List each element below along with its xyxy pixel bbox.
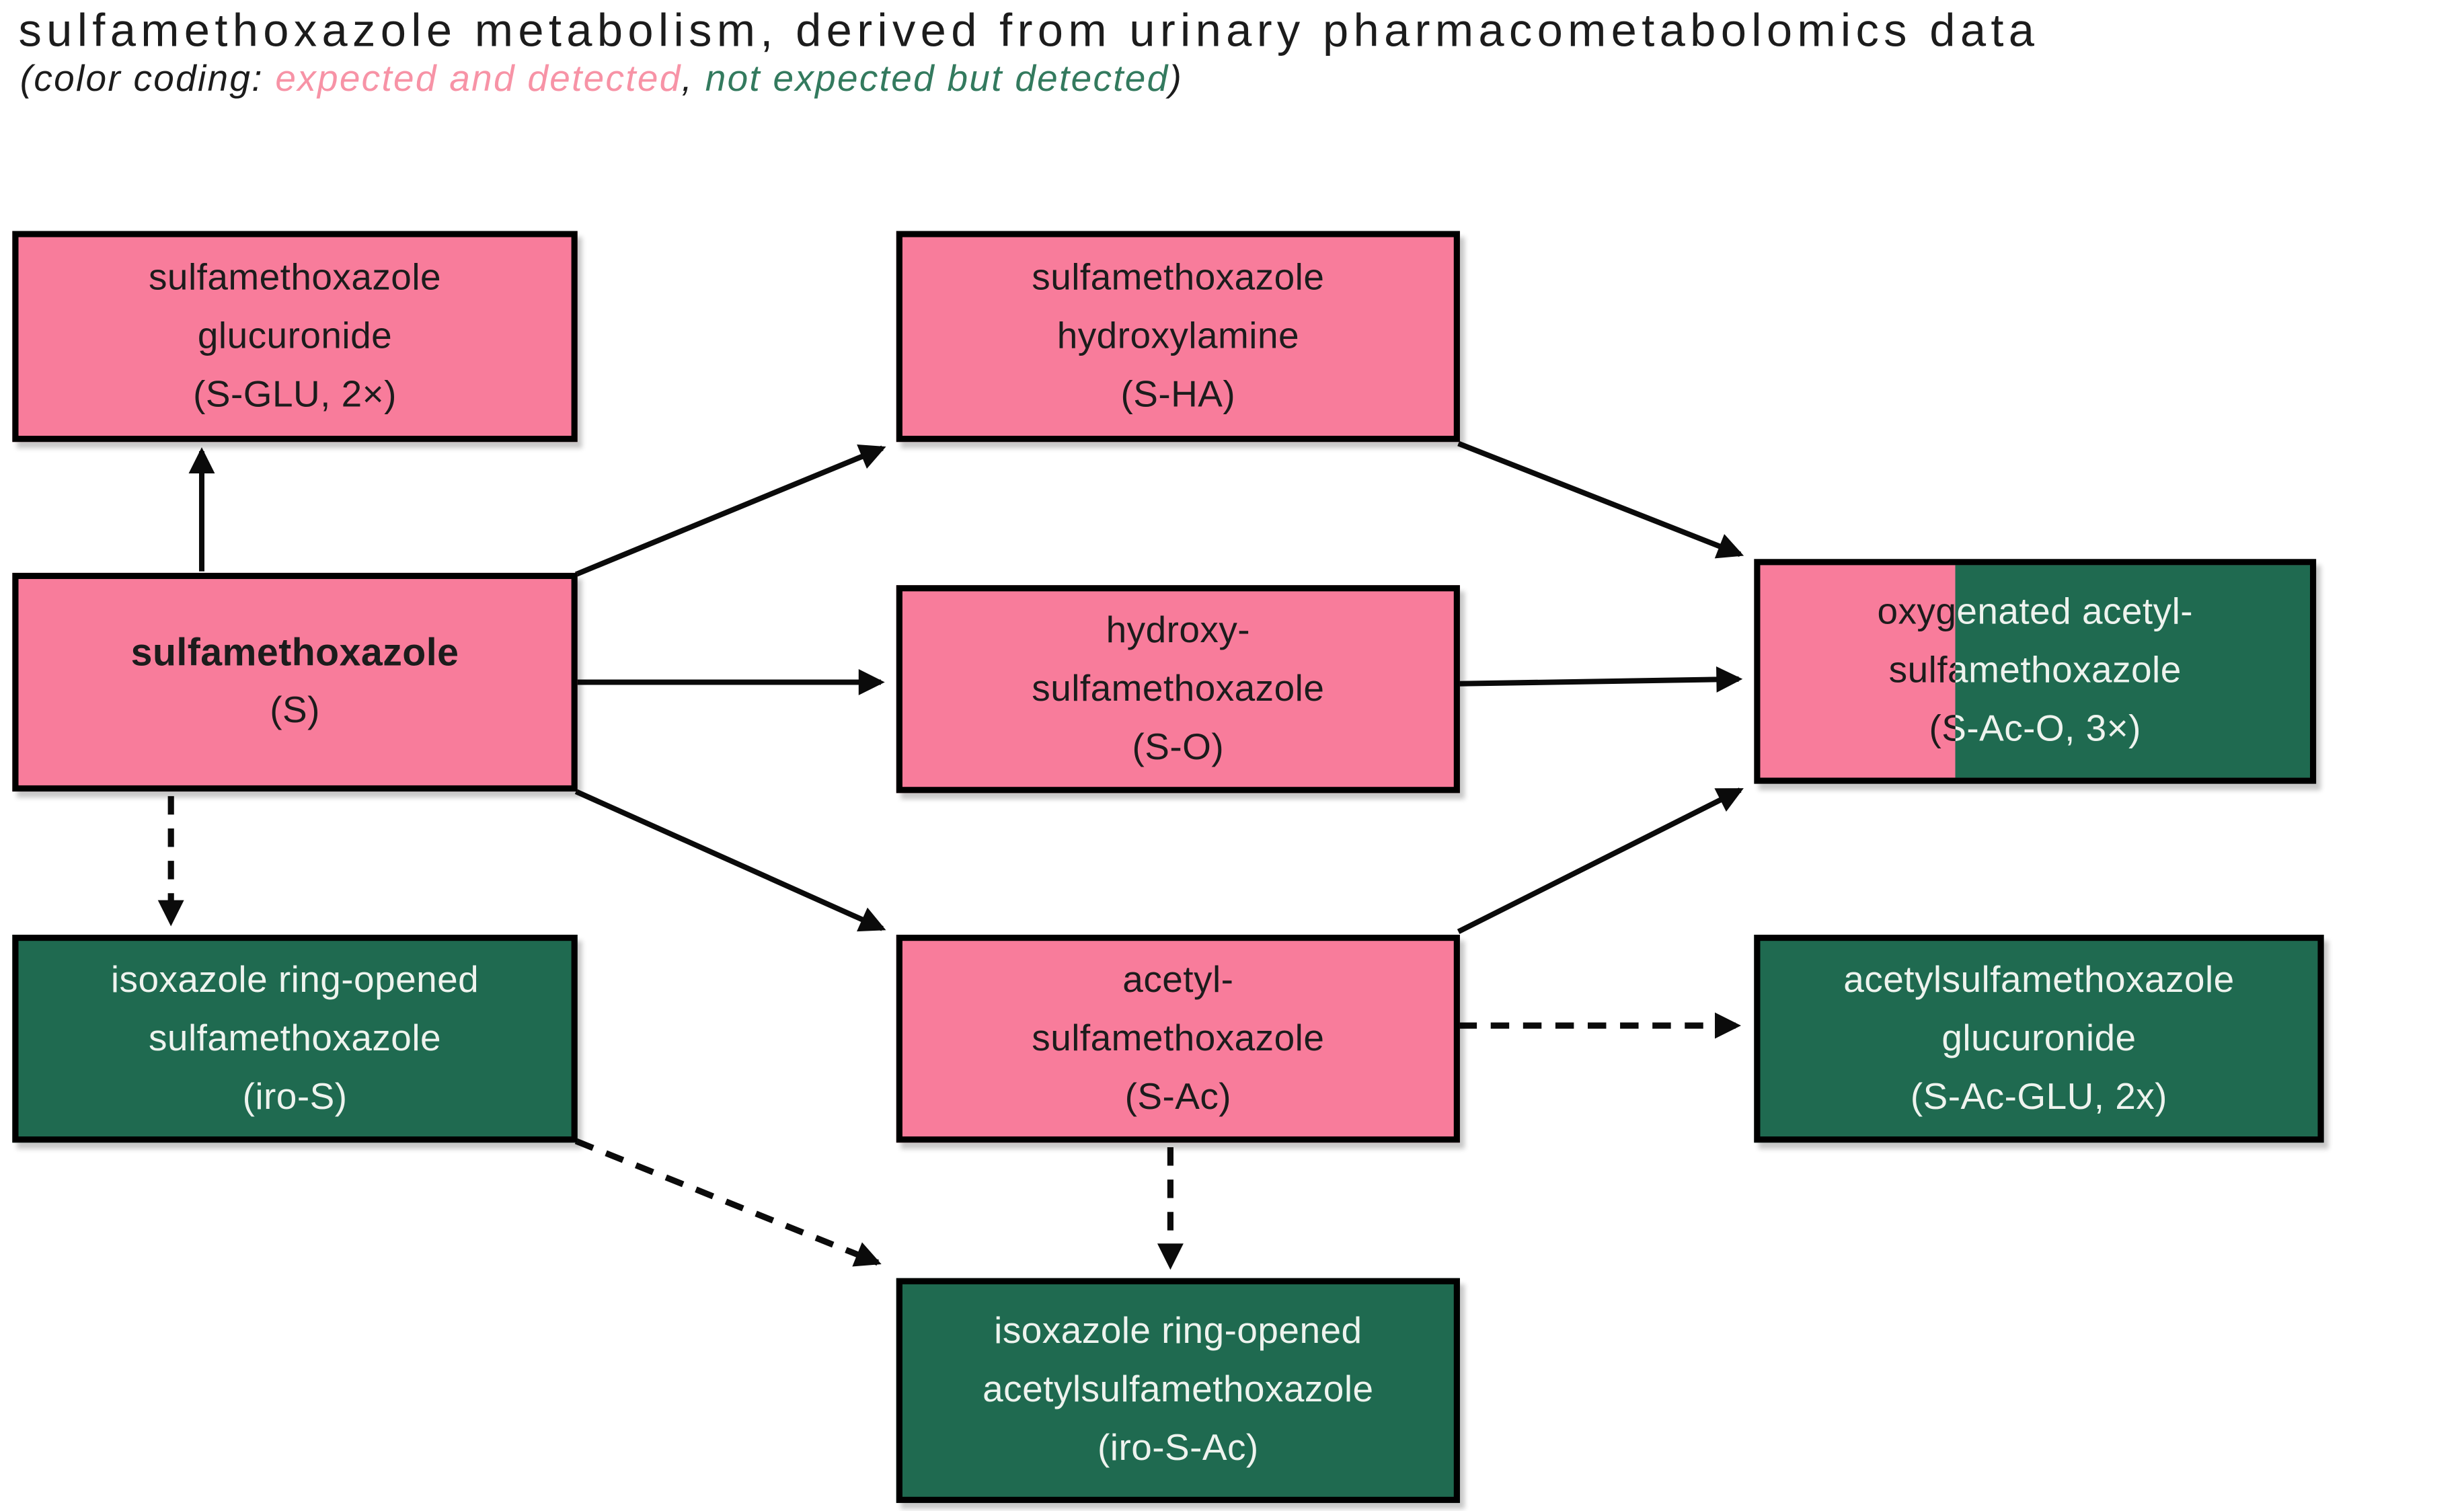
edge-s-ha-to-s-ac-o (1457, 440, 1744, 559)
node-s: sulfamethoxazole(S) (12, 572, 578, 792)
node-label-s: sulfamethoxazole(S) (130, 631, 459, 732)
node-label-s-ac-o: oxygenated acetyl-sulfamethoxazole(S-Ac-… (1877, 591, 2194, 750)
legend-prefix: (color coding: (20, 59, 276, 100)
legend-suffix: ) (1169, 59, 1184, 100)
edge-s-ac-to-s-ac-o (1457, 787, 1744, 935)
edge-s-to-s-ac (574, 789, 886, 932)
node-s-ac: acetyl-sulfamethoxazole(S-Ac) (896, 935, 1460, 1143)
legend-separator: , (681, 59, 705, 100)
node-label-s-ac-o: oxygenated acetyl-sulfamethoxazole(S-Ac-… (1877, 591, 2194, 750)
node-label-s-o: hydroxy-sulfamethoxazole(S-O) (1032, 609, 1325, 768)
node-s-ac-o: oxygenated acetyl-sulfamethoxazole(S-Ac-… (1754, 559, 2317, 784)
edge-iro-s-to-iro-s-ac (574, 1138, 882, 1267)
node-label-s-ac: acetyl-sulfamethoxazole(S-Ac) (1032, 958, 1325, 1118)
legend-not-expected-label: not expected but detected (705, 59, 1169, 100)
edge-s-to-s-ha (574, 444, 886, 577)
node-s-o: hydroxy-sulfamethoxazole(S-O) (896, 585, 1460, 793)
legend: (color coding: expected and detected, no… (20, 59, 1183, 102)
legend-expected-label: expected and detected (275, 59, 682, 100)
edge-s-o-to-s-ac-o (1458, 666, 1743, 693)
diagram-title: sulfamethoxazole metabolism, derived fro… (18, 6, 2040, 57)
